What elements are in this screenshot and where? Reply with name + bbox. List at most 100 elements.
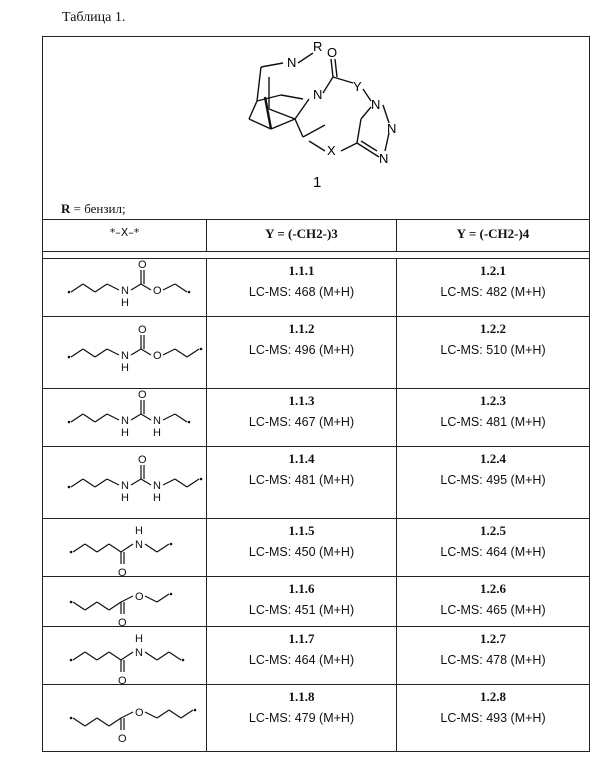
bond [71, 284, 83, 292]
bond [145, 652, 157, 660]
bond [109, 652, 121, 660]
bond [83, 479, 95, 487]
bond [141, 479, 151, 485]
bond [95, 414, 107, 422]
compound-code: 1.2.2 [397, 321, 589, 337]
linker-structure: O HN [43, 519, 206, 577]
y3-compound-cell: 1.1.1LC-MS: 468 (M+H) [207, 259, 397, 316]
linker-structure: OO [43, 685, 206, 751]
bond [121, 596, 133, 602]
compound-code: 1.1.2 [207, 321, 396, 337]
bond [157, 652, 169, 660]
lcms-value: LC-MS: 481 (M+H) [207, 473, 396, 487]
bond [97, 602, 109, 610]
atom-label: O [135, 591, 144, 603]
compound-row: OHN1.1.7LC-MS: 464 (M+H)1.2.7LC-MS: 478 … [43, 627, 589, 685]
y4-compound-cell: 1.2.7LC-MS: 478 (M+H) [397, 627, 589, 684]
lcms-value: LC-MS: 493 (M+H) [397, 711, 589, 725]
bond [107, 349, 119, 355]
compound-code: 1.1.1 [207, 263, 396, 279]
linker-structure-cell: OO [43, 685, 207, 751]
attachment-point [68, 356, 71, 359]
bond [141, 284, 151, 290]
bond [145, 596, 157, 602]
bond [109, 718, 121, 726]
compound-code: 1.1.8 [207, 689, 396, 705]
compound-code: 1.1.6 [207, 581, 396, 597]
compound-code: 1.2.8 [397, 689, 589, 705]
header-y3: Y = (-CH2-)3 [207, 220, 397, 251]
bond [169, 652, 181, 660]
lcms-value: LC-MS: 495 (M+H) [397, 473, 589, 487]
atom-label: O [138, 259, 147, 271]
atom-label: H [121, 297, 129, 309]
r-definition: R = бензил; [61, 201, 126, 217]
table-caption: Таблица 1. [62, 10, 125, 26]
linker-structure-cell: NHONH [43, 389, 207, 446]
atom-label: N [153, 480, 161, 492]
compound-code: 1.1.7 [207, 631, 396, 647]
bond [181, 710, 193, 718]
bond [107, 479, 119, 485]
atom-label: O [138, 389, 147, 401]
y4-compound-cell: 1.2.2LC-MS: 510 (M+H) [397, 317, 589, 388]
linker-structure: OHN [43, 627, 206, 685]
bond [73, 652, 85, 660]
linker-structure: NHOO [43, 317, 206, 389]
bond [71, 414, 83, 422]
header-gap [43, 252, 589, 259]
struct-n3: N [379, 151, 388, 166]
lcms-value: LC-MS: 478 (M+H) [397, 653, 589, 667]
bond [97, 544, 109, 552]
bond [175, 284, 187, 292]
atom-label: H [153, 427, 161, 439]
compound-row: OHN1.1.5LC-MS: 450 (M+H)1.2.5LC-MS: 464 … [43, 519, 589, 577]
header-y4: Y = (-CH2-)4 [397, 220, 589, 251]
bond [85, 652, 97, 660]
atom-label: H [135, 525, 143, 537]
atom-label: N [121, 415, 129, 427]
bond [73, 544, 85, 552]
compound-code: 1.1.5 [207, 523, 396, 539]
linker-structure: OO [43, 577, 206, 627]
bond [141, 349, 151, 355]
bond [145, 544, 157, 552]
atom-label: N [135, 539, 143, 551]
bond [175, 479, 187, 487]
attachment-point [170, 593, 173, 596]
compound-code: 1.2.6 [397, 581, 589, 597]
bond [71, 349, 83, 357]
struct-n2: N [387, 121, 396, 136]
linker-structure: NHOO [43, 259, 206, 317]
struct-n1: N [371, 97, 380, 112]
bond [109, 544, 121, 552]
compound-row: NHONH1.1.3LC-MS: 467 (M+H)1.2.3LC-MS: 48… [43, 389, 589, 447]
y3-compound-cell: 1.1.5LC-MS: 450 (M+H) [207, 519, 397, 576]
bond [97, 652, 109, 660]
atom-label: O [138, 324, 147, 336]
atom-label: O [118, 567, 127, 577]
bond [131, 479, 141, 485]
struct-o: O [327, 45, 337, 60]
y4-compound-cell: 1.2.8LC-MS: 493 (M+H) [397, 685, 589, 751]
atom-label: O [153, 285, 162, 297]
linker-structure-cell: NHONH [43, 447, 207, 518]
lcms-value: LC-MS: 451 (M+H) [207, 603, 396, 617]
general-structure-drawing: N R N O Y N N N X 1 [43, 37, 589, 219]
atom-label: H [121, 427, 129, 439]
lcms-value: LC-MS: 479 (M+H) [207, 711, 396, 725]
y3-compound-cell: 1.1.2LC-MS: 496 (M+H) [207, 317, 397, 388]
atom-label: H [135, 633, 143, 645]
linker-structure-cell: NHOO [43, 259, 207, 316]
struct-r: R [313, 39, 322, 54]
atom-label: O [118, 733, 127, 745]
bond [163, 349, 175, 355]
attachment-point [200, 478, 203, 481]
attachment-point [182, 659, 185, 662]
atom-label: O [118, 675, 127, 685]
bond [157, 544, 169, 552]
attachment-point [70, 551, 73, 554]
compound-row: NHONH1.1.4LC-MS: 481 (M+H)1.2.4LC-MS: 49… [43, 447, 589, 519]
bond [73, 602, 85, 610]
bond [187, 349, 199, 357]
